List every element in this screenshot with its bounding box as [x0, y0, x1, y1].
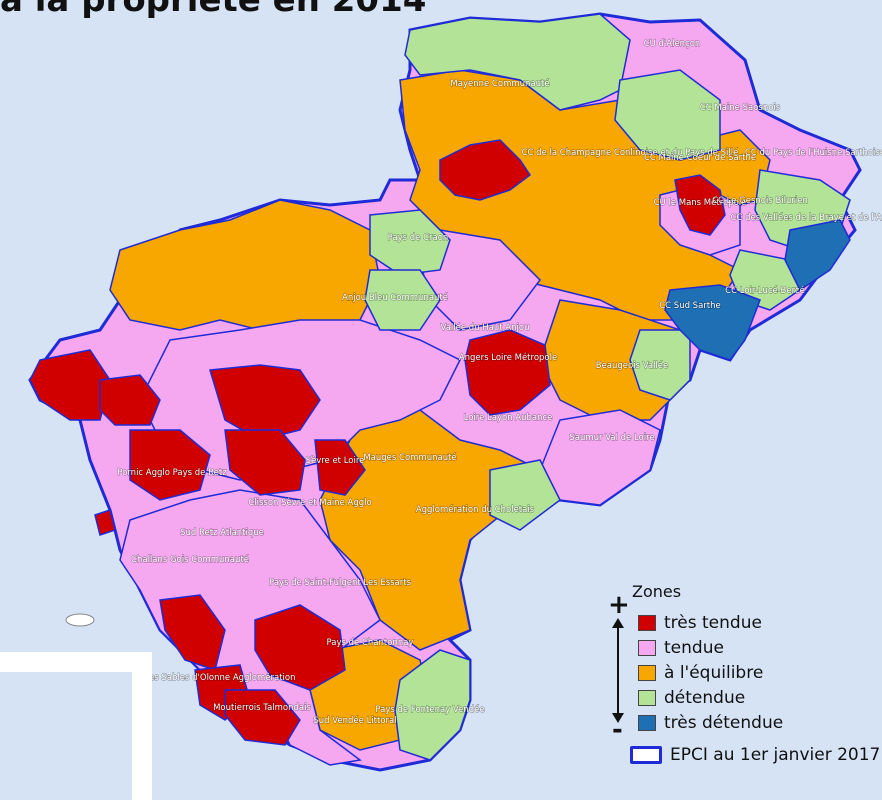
label-chantonnay: Pays de Chantonnay	[327, 638, 414, 648]
label-loire-layon: Loire Layon Aubance	[464, 413, 553, 423]
label-mauges: Mauges Communauté	[363, 452, 456, 463]
zone-tres-detendue-sud-sarthe	[664, 284, 761, 361]
zone-tres-tendue-talmondais	[224, 689, 301, 746]
label-sud-retz: Sud Retz Atlantique	[180, 528, 264, 538]
island-yeu	[65, 613, 95, 627]
label-angers: Angers Loire Métropole	[459, 352, 557, 363]
label-anjou-bleu: Anjou Bleu Communauté	[342, 292, 448, 303]
legend-label: à l'équilibre	[664, 663, 764, 683]
zone-tendue-saumur	[539, 409, 661, 506]
legend-swatch	[638, 640, 656, 656]
zone-tres-tendue-sevre	[224, 429, 306, 496]
zone-tres-tendue-angers	[464, 329, 551, 416]
label-huisne-sarthoise: CC du Pays de l'Huisne Sarthoise	[745, 148, 882, 158]
zone-tendue-vendee	[119, 489, 381, 766]
legend-minus-sign: -	[612, 715, 623, 745]
label-sud-vendee: Sud Vendée Littoral	[313, 715, 396, 726]
zone-equilibre-west	[109, 199, 381, 331]
legend-swatch	[638, 615, 656, 631]
inset-map-area	[0, 672, 132, 800]
label-fontenay: Pays de Fontenay Vendée	[375, 704, 484, 715]
label-braye-anille: CC des Vallées de la Braye et de l'Anill…	[731, 212, 882, 223]
label-champagne-conlinoise: CC de la Champagne Conlinoise et du Pays…	[522, 147, 739, 158]
legend-item-tres-detendue: très détendue	[638, 712, 783, 734]
zone-detendue-choletais	[489, 459, 561, 531]
inset-frame	[0, 652, 152, 800]
legend-label: très tendue	[664, 613, 762, 633]
legend: + - Zones très tendue tendue à l'équilib…	[600, 580, 882, 800]
zone-tres-detendue-braye	[784, 219, 851, 292]
legend-title: Zones	[632, 582, 682, 601]
label-alencon: CU d'Alençon	[644, 39, 701, 49]
legend-item-tendue: tendue	[638, 637, 724, 659]
zone-detendue-north	[404, 13, 631, 111]
double-arrow-icon	[612, 618, 624, 723]
label-saumur: Saumur Val de Loire	[569, 433, 654, 443]
label-maine-saosnois: CC Maine Saosnois	[700, 103, 781, 113]
legend-item-detendue: détendue	[638, 687, 745, 709]
zone-detendue-fontenay	[394, 649, 471, 761]
label-saint-fulgent: Pays de Saint-Fulgent Les Essarts	[269, 578, 412, 588]
map-title: à la propriété en 2014	[0, 0, 427, 20]
zone-tres-tendue-presquile	[99, 374, 161, 426]
legend-plus-sign: +	[608, 590, 630, 620]
legend-swatch	[638, 690, 656, 706]
legend-label: très détendue	[664, 713, 784, 733]
label-haut-anjou: Vallée du Haut Anjou	[441, 322, 530, 333]
legend-swatch	[638, 665, 656, 681]
zone-tres-tendue-lemans	[674, 174, 726, 236]
label-gesnois: CC Le Gesnois Bilurien	[712, 196, 808, 206]
label-talmondais: Moutierrois Talmondais	[213, 703, 311, 713]
zone-tres-tendue-roche-yon	[254, 604, 346, 691]
zone-tres-tendue-saint-nazaire	[29, 349, 111, 421]
label-clisson: Clisson Sèvre et Maine Agglo	[248, 497, 371, 508]
label-sud-sarthe: CC Sud Sarthe	[659, 301, 721, 311]
label-challans: Challans Gois Communauté	[131, 554, 249, 565]
label-pornic: Pornic Agglo Pays de Retz	[117, 468, 227, 478]
label-maine-coeur-sarthe: CC Maine Coeur de Sarthe	[644, 153, 756, 163]
zone-tres-tendue-noirmoutier	[94, 509, 116, 536]
label-beaugeois: Beaugeois Vallée	[596, 360, 669, 371]
zone-detendue-anjou-bleu	[364, 269, 441, 331]
zone-tres-tendue-mayenne	[439, 139, 532, 201]
label-craon: Pays de Craon	[388, 233, 449, 243]
label-sevre-loire: Sèvre et Loire	[306, 455, 365, 466]
legend-epci-label: EPCI au 1er janvier 2017	[670, 745, 881, 765]
legend-epci-swatch	[630, 746, 662, 764]
legend-swatch	[638, 715, 656, 731]
label-choletais: Agglomération du Choletais	[416, 504, 535, 515]
zone-equilibre-south	[319, 409, 542, 651]
zone-tres-tendue-nantes	[209, 364, 321, 441]
zone-tres-tendue-pornic	[129, 429, 211, 501]
label-le-mans: CU le Mans Métropole	[654, 197, 747, 208]
legend-item-equilibre: à l'équilibre	[638, 662, 763, 684]
legend-item-tres-tendue: très tendue	[638, 612, 762, 634]
epci-labels: CU d'Alençon Mayenne Communauté CC Maine…	[117, 38, 882, 726]
legend-label: tendue	[664, 638, 724, 658]
label-sables: Les Sables d'Olonne Agglomération	[144, 672, 295, 683]
legend-label: détendue	[664, 688, 746, 708]
zone-tres-tendue-sevre-loire	[314, 439, 366, 496]
legend-item-epci: EPCI au 1er janvier 2017	[630, 744, 880, 766]
label-loir-luce: CC Loir-Lucé-Bercé	[725, 285, 805, 296]
zone-detendue-craon	[369, 209, 451, 276]
zone-detendue-northeast	[614, 69, 721, 161]
label-mayenne: Mayenne Communauté	[450, 78, 549, 89]
